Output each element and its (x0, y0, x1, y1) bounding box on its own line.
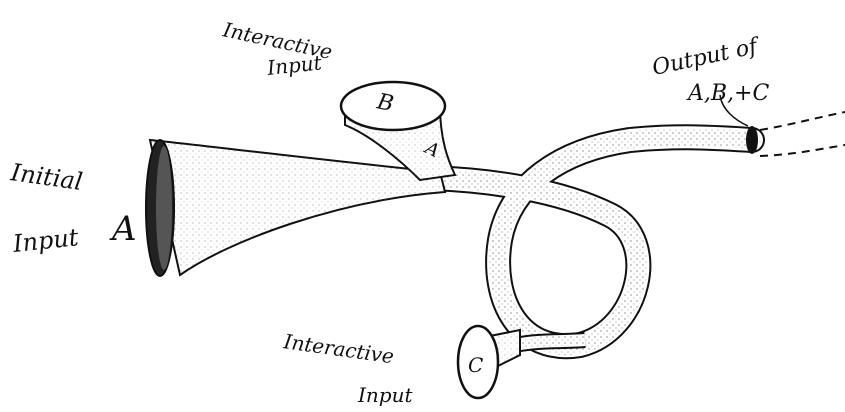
output-label-line2: A,B,+C (686, 81, 769, 106)
horn-b-mouth (341, 82, 445, 130)
initial-input-label-line1: Initial (8, 158, 84, 196)
output-label-line1: Output of (650, 33, 763, 80)
initial-input-label-line2: Input (11, 223, 80, 258)
interactive-b-label-line2: Input (265, 50, 324, 80)
interactive-c-label-line1: Interactive (281, 329, 395, 368)
tube-c-branch (515, 340, 585, 345)
horn-c-letter: C (468, 353, 483, 377)
interactive-c-label-line2: Input (357, 383, 413, 407)
tube-loop (430, 137, 752, 346)
initial-input-a-letter: A (109, 209, 137, 249)
